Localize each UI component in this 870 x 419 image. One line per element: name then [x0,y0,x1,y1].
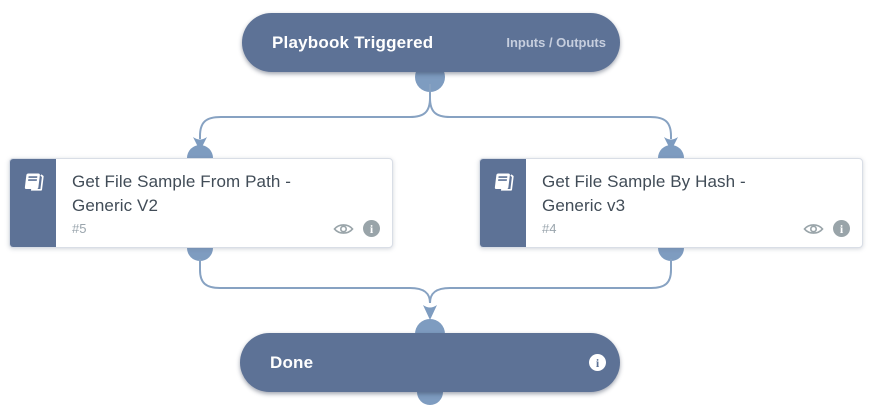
task-footer: #4 i [542,220,850,237]
info-icon[interactable]: i [833,220,850,237]
eye-icon[interactable] [333,222,354,236]
arrowhead-into-done [423,305,437,320]
edge-task-path-to-done [199,259,431,304]
task-card-body: Get File Sample By Hash - Generic v3 #4 … [526,159,862,247]
node-playbook-triggered[interactable]: Playbook Triggered Inputs / Outputs [242,13,620,72]
inputs-outputs-link[interactable]: Inputs / Outputs [506,35,606,50]
eye-icon[interactable] [803,222,824,236]
task-type-strip [480,159,526,247]
task-id-badge: #4 [542,221,557,236]
edge-task-hash-to-done [429,259,672,304]
info-icon[interactable]: i [363,220,380,237]
playbook-book-icon [24,173,44,191]
trigger-title: Playbook Triggered [272,32,434,52]
task-title: Get File Sample From Path - Generic V2 [72,172,292,215]
arrowhead-into-task-hash [664,137,678,151]
task-footer: #5 i [72,220,380,237]
node-get-file-sample-from-path[interactable]: Get File Sample From Path - Generic V2 #… [9,158,393,248]
info-icon[interactable]: i [589,354,606,371]
task-type-strip [10,159,56,247]
edge-trigger-to-task-hash [429,84,672,139]
done-title: Done [270,352,314,372]
playbook-book-icon [494,173,514,191]
edge-trigger-to-task-path [199,84,431,139]
node-done[interactable]: Done i [240,333,620,392]
arrowhead-into-task-path [193,137,207,151]
task-card-body: Get File Sample From Path - Generic V2 #… [56,159,392,247]
node-get-file-sample-by-hash[interactable]: Get File Sample By Hash - Generic v3 #4 … [479,158,863,248]
task-id-badge: #5 [72,221,87,236]
task-title: Get File Sample By Hash - Generic v3 [542,172,746,215]
